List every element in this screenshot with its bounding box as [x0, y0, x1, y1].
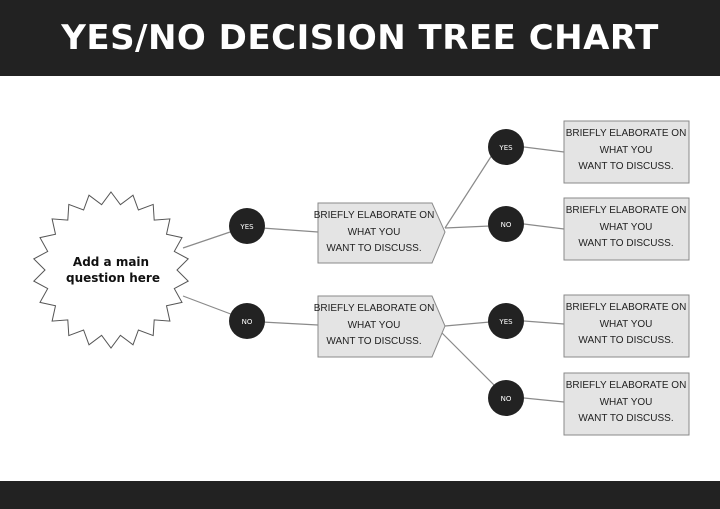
no-node-level2-bottom[interactable]: NO — [488, 380, 524, 416]
result-box-shape — [563, 372, 690, 436]
yes-label: YES — [239, 223, 254, 231]
box-text-line3: WANT TO DISCUSS. — [578, 238, 673, 249]
connector-no-result4 — [523, 397, 565, 403]
box-text-line1: BRIEFLY ELABORATE ON — [566, 205, 687, 216]
result-box-shape — [563, 294, 690, 358]
connector-no-result2 — [523, 223, 565, 230]
connector-box2-no — [434, 325, 495, 386]
no-node-level1[interactable]: NO — [229, 303, 265, 339]
yes-circle — [229, 208, 265, 244]
box-text-line2: WHAT YOU — [600, 397, 653, 408]
box-text-line1: BRIEFLY ELABORATE ON — [314, 303, 435, 314]
result-box-1[interactable]: BRIEFLY ELABORATE ON WHAT YOU WANT TO DI… — [563, 120, 690, 184]
result-box-3[interactable]: BRIEFLY ELABORATE ON WHAT YOU WANT TO DI… — [563, 294, 690, 358]
yes-node-level2-bottom[interactable]: YES — [488, 303, 524, 339]
box-text-line2: WHAT YOU — [600, 319, 653, 330]
no-label: NO — [501, 395, 512, 403]
connector-main-no — [182, 295, 237, 317]
arrow-box-shape — [317, 295, 446, 358]
connector-yes-box — [261, 227, 319, 233]
no-label: NO — [242, 318, 253, 326]
connector-yes-result3 — [523, 320, 565, 325]
box-text-line2: WHAT YOU — [600, 222, 653, 233]
no-label: NO — [501, 221, 512, 229]
yes-node-level1[interactable]: YES — [229, 208, 265, 244]
main-question-line2: question here — [66, 271, 160, 285]
yes-label: YES — [498, 318, 513, 326]
no-circle — [488, 380, 524, 416]
footer-bar — [0, 481, 720, 509]
box-text-line1: BRIEFLY ELABORATE ON — [566, 302, 687, 313]
no-node-level2-top[interactable]: NO — [488, 206, 524, 242]
elaborate-box-no[interactable]: BRIEFLY ELABORATE ON WHAT YOU WANT TO DI… — [314, 295, 446, 358]
connector-yes-result1 — [523, 146, 565, 153]
yes-label: YES — [498, 144, 513, 152]
main-question-line1: Add a main — [73, 255, 149, 269]
box-text-line2: WHAT YOU — [600, 145, 653, 156]
connector-box2-yes — [444, 321, 491, 327]
yes-circle — [488, 303, 524, 339]
box-text-line2: WHAT YOU — [348, 227, 401, 238]
box-text-line1: BRIEFLY ELABORATE ON — [566, 380, 687, 391]
box-text-line1: BRIEFLY ELABORATE ON — [314, 210, 435, 221]
elaborate-box-yes[interactable]: BRIEFLY ELABORATE ON WHAT YOU WANT TO DI… — [314, 202, 446, 264]
arrow-box-shape — [317, 202, 446, 264]
result-box-4[interactable]: BRIEFLY ELABORATE ON WHAT YOU WANT TO DI… — [563, 372, 690, 436]
result-box-shape — [563, 120, 690, 184]
box-text-line3: WANT TO DISCUSS. — [326, 336, 421, 347]
result-box-shape — [563, 197, 690, 261]
main-question-node[interactable]: Add a main question here — [32, 191, 190, 349]
connectors — [182, 146, 565, 403]
box-text-line3: WANT TO DISCUSS. — [578, 335, 673, 346]
connector-box1-no — [444, 225, 491, 229]
connector-no-box — [261, 321, 319, 326]
no-circle — [488, 206, 524, 242]
box-text-line3: WANT TO DISCUSS. — [326, 243, 421, 254]
box-text-line2: WHAT YOU — [348, 320, 401, 331]
page-title: YES/NO DECISION TREE CHART — [61, 18, 659, 58]
box-text-line1: BRIEFLY ELABORATE ON — [566, 128, 687, 139]
box-text-line3: WANT TO DISCUSS. — [578, 413, 673, 424]
connector-main-yes — [182, 229, 237, 249]
box-text-line3: WANT TO DISCUSS. — [578, 161, 673, 172]
starburst-shape — [32, 191, 190, 349]
header-bar: YES/NO DECISION TREE CHART — [0, 0, 720, 76]
no-circle — [229, 303, 265, 339]
yes-circle — [488, 129, 524, 165]
connector-box1-yes — [444, 154, 493, 229]
yes-node-level2-top[interactable]: YES — [488, 129, 524, 165]
result-box-2[interactable]: BRIEFLY ELABORATE ON WHAT YOU WANT TO DI… — [563, 197, 690, 261]
